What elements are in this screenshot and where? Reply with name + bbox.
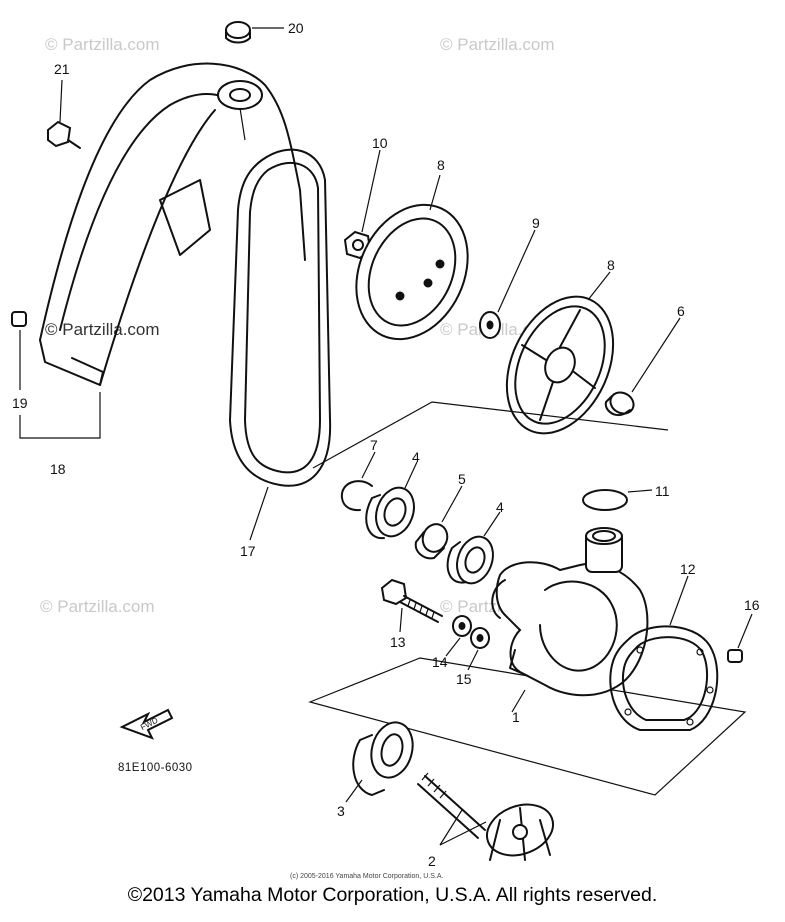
callout-6: 6 (677, 303, 685, 319)
callout-4: 4 (412, 449, 420, 465)
watermark-text: © Partzilla.com (40, 597, 155, 616)
part-8-pulley-spoked (505, 271, 615, 435)
small-copyright: (c) 2005-2016 Yamaha Motor Corporation, … (290, 873, 443, 880)
callout-10: 10 (372, 135, 388, 151)
callout-2: 2 (428, 853, 436, 869)
callout-14: 14 (432, 654, 448, 670)
copyright-footer: ©2013 Yamaha Motor Corporation, U.S.A. A… (127, 884, 658, 906)
callout-7: 7 (370, 437, 378, 453)
part-2-impeller (417, 772, 554, 861)
callout-8: 8 (607, 257, 615, 273)
bracket-18 (19, 392, 101, 439)
callout-4: 4 (496, 499, 504, 515)
callout-1: 1 (512, 709, 520, 725)
watermark-text: © Partzilla.com (45, 35, 160, 54)
part-5-spacer (414, 485, 463, 560)
watermark-text: © Partzilla.com (45, 320, 160, 339)
callout-17: 17 (240, 543, 256, 559)
part-6-collar (604, 317, 681, 416)
part-13-bolt (380, 578, 443, 633)
part-7-circlip (340, 451, 376, 512)
watermarks: © Partzilla.com © Partzilla.com © Partzi… (40, 35, 555, 616)
fwd-arrow-icon: FWD (119, 708, 174, 740)
group-bracket-lower (308, 657, 747, 796)
diagram-code: 81E100-6030 (118, 762, 193, 774)
part-1-pump-housing (491, 527, 649, 713)
part-18-belt-cover (39, 62, 306, 386)
part-16-dowel-pin (727, 613, 753, 663)
part-21-bolt (47, 79, 81, 149)
part-19-collar (11, 311, 27, 390)
callout-9: 9 (532, 215, 540, 231)
part-8-pulley-half (355, 174, 469, 341)
part-9-washer (479, 229, 536, 339)
callout-15: 15 (456, 671, 472, 687)
callout-20: 20 (288, 20, 304, 36)
callout-19: 19 (12, 395, 28, 411)
part-4-bearing (365, 461, 418, 540)
watermark-text: © Partzilla.com (440, 35, 555, 54)
group-bracket-upper (312, 401, 669, 469)
part-17-v-belt (229, 148, 332, 541)
callout-5: 5 (458, 471, 466, 487)
callout-11: 11 (655, 483, 670, 499)
callout-21: 21 (54, 61, 70, 77)
part-11-o-ring (582, 489, 653, 511)
callout-12: 12 (680, 561, 696, 577)
callout-3: 3 (337, 803, 345, 819)
callout-13: 13 (390, 634, 406, 650)
part-14-washer (445, 615, 472, 657)
part-15-washer (467, 627, 490, 671)
part-12-gasket (609, 575, 719, 731)
callout-18: 18 (50, 461, 66, 477)
callout-labels: 1 2 3 4 4 5 6 7 8 8 9 10 11 12 13 14 15 … (12, 20, 760, 869)
callout-16: 16 (744, 597, 760, 613)
part-3-oil-seal (345, 721, 414, 803)
part-4-bearing (446, 511, 501, 585)
part-20-grommet (225, 21, 284, 44)
callout-8: 8 (437, 157, 445, 173)
